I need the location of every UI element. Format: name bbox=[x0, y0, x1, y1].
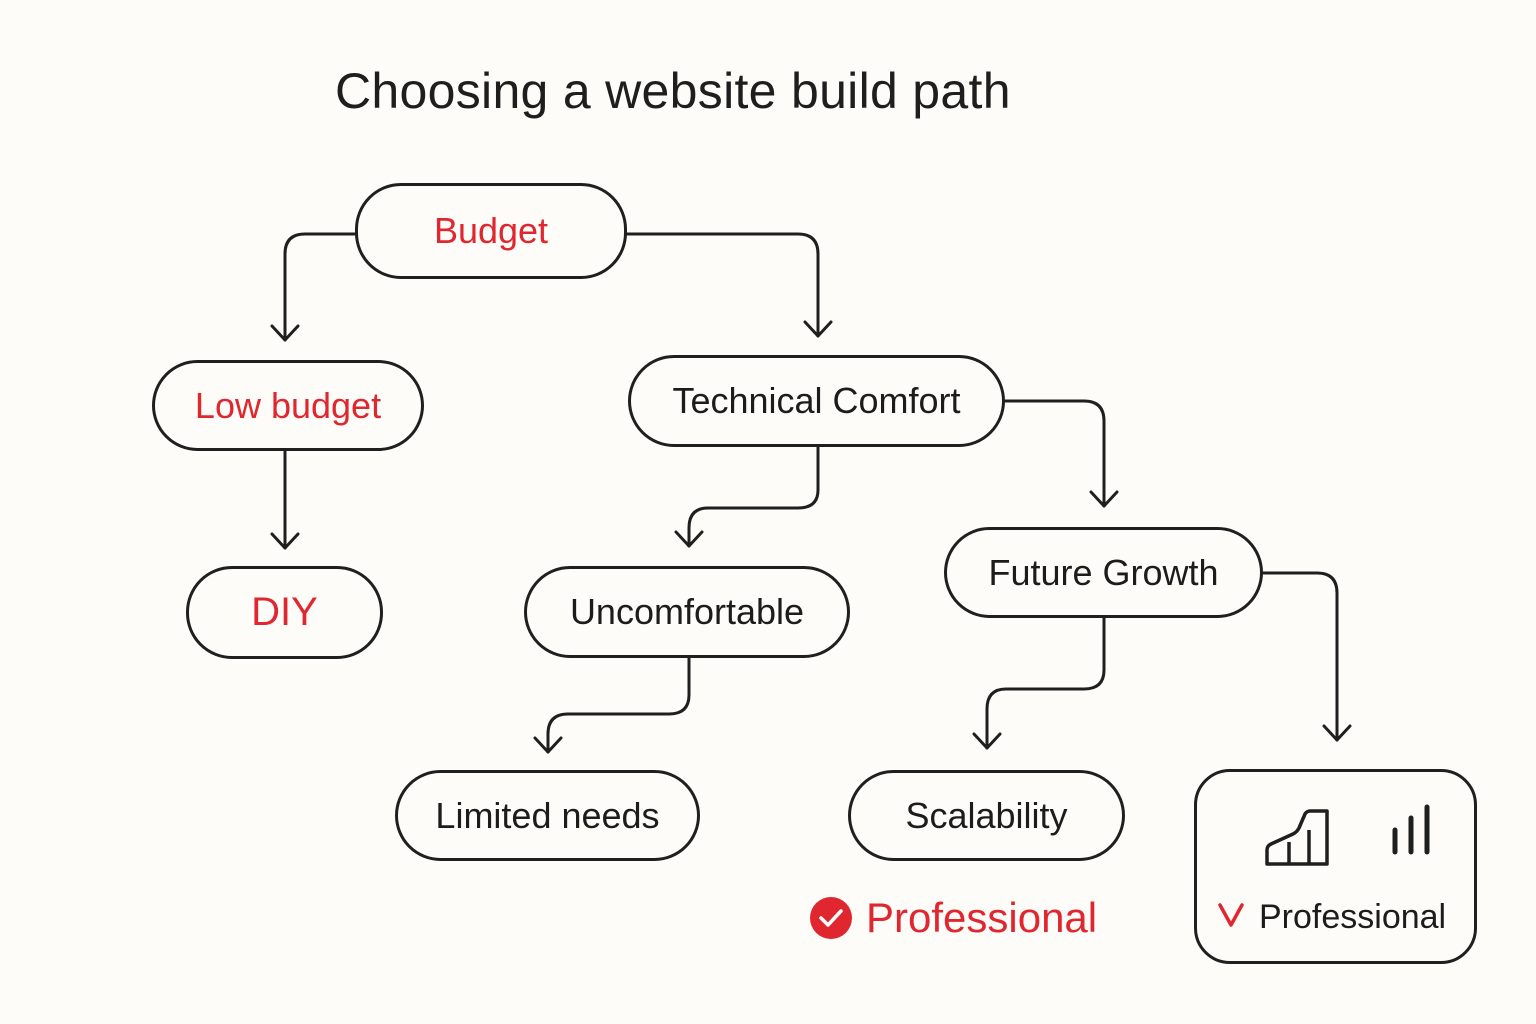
future-growth-node: Future Growth bbox=[944, 527, 1263, 618]
bar-chart-icon bbox=[1390, 804, 1434, 861]
scalability-node: Scalability bbox=[848, 770, 1125, 861]
arrowhead-technical-comfort bbox=[803, 320, 833, 338]
arrowhead-professional bbox=[1322, 724, 1352, 742]
diy-node: DIY bbox=[186, 566, 383, 659]
professional-outcome: Professional bbox=[810, 894, 1097, 942]
diy-label: DIY bbox=[251, 590, 318, 634]
professional-outcome-label: Professional bbox=[866, 894, 1098, 941]
arrowhead-future-growth bbox=[1089, 490, 1119, 508]
arrowhead-low-budget bbox=[270, 324, 300, 342]
rising-chart-icon bbox=[1265, 808, 1331, 873]
v-mark-icon bbox=[1217, 902, 1245, 933]
uncomfortable-label: Uncomfortable bbox=[569, 591, 805, 632]
connector-future-growth-professional bbox=[1260, 571, 1339, 742]
future-growth-label: Future Growth bbox=[988, 551, 1219, 593]
low-budget-label: Low budget bbox=[194, 384, 382, 426]
budget-node: Budget bbox=[355, 183, 627, 279]
arrowhead-uncomfortable bbox=[674, 530, 704, 548]
budget-label: Budget bbox=[433, 210, 549, 251]
limited-needs-node: Limited needs bbox=[395, 770, 700, 861]
low-budget-node: Low budget bbox=[152, 360, 424, 451]
connector-future-growth-scalability bbox=[985, 615, 1106, 750]
limited-needs-label: Limited needs bbox=[435, 794, 660, 836]
professional-box: Professional bbox=[1194, 769, 1477, 964]
technical-comfort-node: Technical Comfort bbox=[628, 355, 1005, 447]
technical-comfort-label: Technical Comfort bbox=[672, 380, 961, 421]
connector-budget-low-budget bbox=[283, 232, 358, 342]
arrowhead-diy bbox=[270, 532, 300, 550]
professional-box-label: Professional bbox=[1259, 898, 1447, 936]
uncomfortable-node: Uncomfortable bbox=[524, 566, 850, 658]
connector-technical-comfort-uncomfortable bbox=[687, 444, 820, 548]
diagram-title: Choosing a website build path bbox=[335, 63, 1011, 119]
connector-technical-comfort-future-growth bbox=[1002, 399, 1106, 508]
check-circle-icon bbox=[810, 897, 852, 939]
connector-budget-technical-comfort bbox=[624, 232, 820, 338]
arrowhead-scalability bbox=[972, 732, 1002, 750]
scalability-label: Scalability bbox=[905, 794, 1068, 836]
arrowhead-limited-needs bbox=[533, 736, 563, 754]
professional-box-line: Professional bbox=[1217, 898, 1446, 937]
connector-uncomfortable-limited-needs bbox=[546, 655, 691, 754]
